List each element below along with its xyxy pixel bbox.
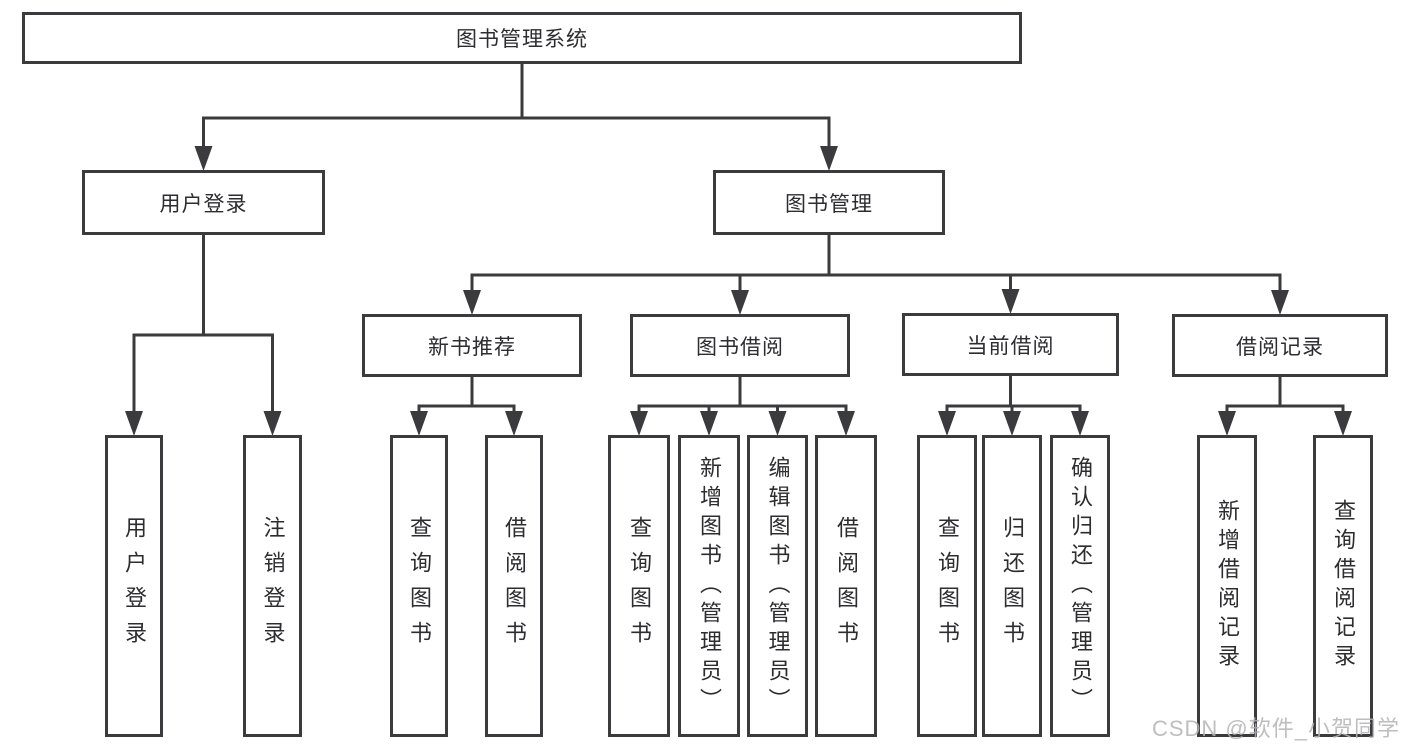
diagram-node-leaf-bor-query: 查询图书 bbox=[608, 435, 670, 737]
node-label: 用户登录 bbox=[159, 192, 248, 216]
diagram-node-borrow: 图书借阅 bbox=[630, 314, 850, 377]
node-label: 查询图书 bbox=[935, 516, 960, 656]
node-label: 图书管理 bbox=[785, 192, 873, 216]
node-label: 当前借阅 bbox=[966, 334, 1055, 358]
node-label: 用户登录 bbox=[122, 516, 147, 656]
arrowhead-icon bbox=[820, 146, 838, 171]
diagram-node-current: 当前借阅 bbox=[902, 313, 1119, 376]
diagram-node-leaf-rec-borrow: 借阅图书 bbox=[485, 435, 543, 737]
arrowhead-icon bbox=[1001, 289, 1020, 314]
node-label: 新书推荐 bbox=[428, 335, 516, 359]
arrowhead-icon bbox=[463, 290, 481, 315]
watermark: CSDN @软件_小贺同学 bbox=[1151, 716, 1400, 741]
diagram-node-records: 借阅记录 bbox=[1172, 314, 1388, 377]
node-label: 确认归还（管理员） bbox=[1068, 455, 1093, 717]
arrowhead-icon bbox=[410, 411, 428, 436]
diagram-node-leaf-cur-query: 查询图书 bbox=[917, 435, 977, 737]
arrowhead-icon bbox=[263, 411, 282, 436]
arrowhead-icon bbox=[768, 411, 787, 436]
arrowhead-icon bbox=[1071, 411, 1089, 436]
node-label: 新增借阅记录 bbox=[1215, 499, 1240, 673]
diagram-node-leaf-logout: 注销登录 bbox=[243, 435, 302, 737]
arrowhead-icon bbox=[731, 290, 749, 315]
diagram-node-leaf-log-query: 查询借阅记录 bbox=[1313, 435, 1373, 737]
node-label: 借阅记录 bbox=[1236, 335, 1324, 359]
node-label: 注销登录 bbox=[260, 516, 286, 656]
node-label: 编辑图书（管理员） bbox=[765, 455, 791, 717]
diagram-node-login: 用户登录 bbox=[82, 170, 325, 235]
diagram-node-leaf-login: 用户登录 bbox=[105, 435, 163, 737]
diagram-node-mgmt: 图书管理 bbox=[713, 170, 945, 235]
diagram-node-leaf-rec-query: 查询图书 bbox=[390, 435, 448, 737]
diagram-node-leaf-cur-return: 归还图书 bbox=[982, 435, 1042, 737]
diagram-node-leaf-bor-edit: 编辑图书（管理员） bbox=[747, 435, 808, 737]
diagram-node-rec: 新书推荐 bbox=[362, 314, 582, 377]
node-label: 借阅图书 bbox=[502, 516, 527, 656]
arrowhead-icon bbox=[938, 411, 956, 436]
arrowhead-icon bbox=[125, 411, 143, 436]
node-label: 归还图书 bbox=[1000, 516, 1025, 656]
arrowhead-icon bbox=[1334, 411, 1352, 436]
diagram-node-leaf-log-add: 新增借阅记录 bbox=[1197, 435, 1257, 737]
arrowhead-icon bbox=[837, 411, 855, 436]
node-label: 借阅图书 bbox=[834, 516, 859, 656]
node-label: 图书管理系统 bbox=[456, 28, 588, 51]
diagram-node-leaf-bor-borrow: 借阅图书 bbox=[815, 435, 877, 737]
node-label: 图书借阅 bbox=[696, 335, 784, 359]
diagram-node-leaf-cur-confirm: 确认归还（管理员） bbox=[1050, 435, 1110, 737]
arrowhead-icon bbox=[1218, 411, 1236, 436]
node-label: 新增图书（管理员） bbox=[697, 455, 722, 717]
node-label: 查询图书 bbox=[407, 516, 432, 656]
arrowhead-icon bbox=[1003, 411, 1021, 436]
node-label: 查询图书 bbox=[627, 516, 652, 656]
arrowhead-icon bbox=[194, 146, 213, 171]
node-label: 查询借阅记录 bbox=[1331, 499, 1356, 673]
arrowhead-icon bbox=[1271, 290, 1289, 315]
arrowhead-icon bbox=[630, 411, 648, 436]
arrowhead-icon bbox=[700, 411, 718, 436]
diagram-node-leaf-bor-add: 新增图书（管理员） bbox=[678, 435, 740, 737]
arrowhead-icon bbox=[505, 411, 523, 436]
diagram-node-root: 图书管理系统 bbox=[22, 12, 1022, 64]
